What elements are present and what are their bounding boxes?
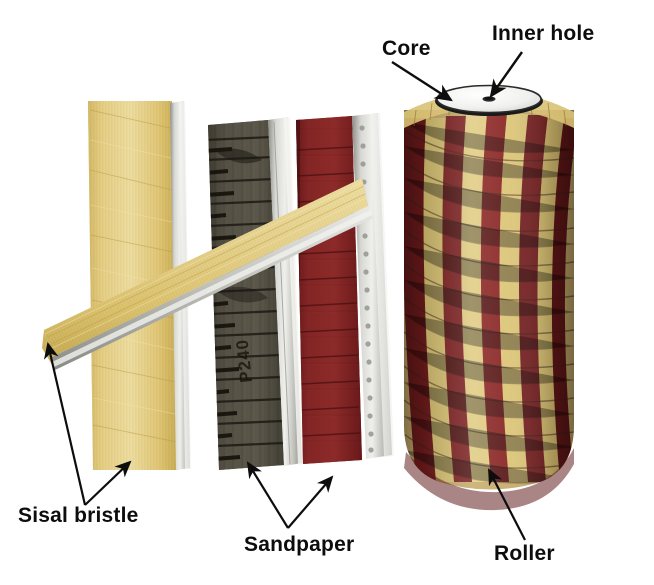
leader-inner-hole [489,51,523,98]
grit-code-text: P240 [233,338,256,383]
label-inner-hole: Inner hole [492,22,595,45]
label-sandpaper: Sandpaper [244,533,355,556]
label-core: Core [382,37,431,60]
leader-sisal-diagonal [43,341,87,506]
label-roller: Roller [494,542,555,565]
callout-sandpaper [246,461,334,529]
callout-roller [488,468,526,541]
leader-sandpaper-gray [246,461,289,529]
leader-roller [488,468,526,541]
core-disc [435,84,543,116]
roller-bottom-fringe [404,448,574,511]
label-sisal-bristle: Sisal bristle [18,504,139,527]
brush-roller [404,84,574,511]
leader-sandpaper-red [287,475,334,529]
leader-sisal-vertical [84,460,132,506]
callout-sisal-bristle [43,341,132,506]
callout-inner-hole [489,51,523,98]
callout-core [391,60,453,102]
leader-core [391,60,453,102]
